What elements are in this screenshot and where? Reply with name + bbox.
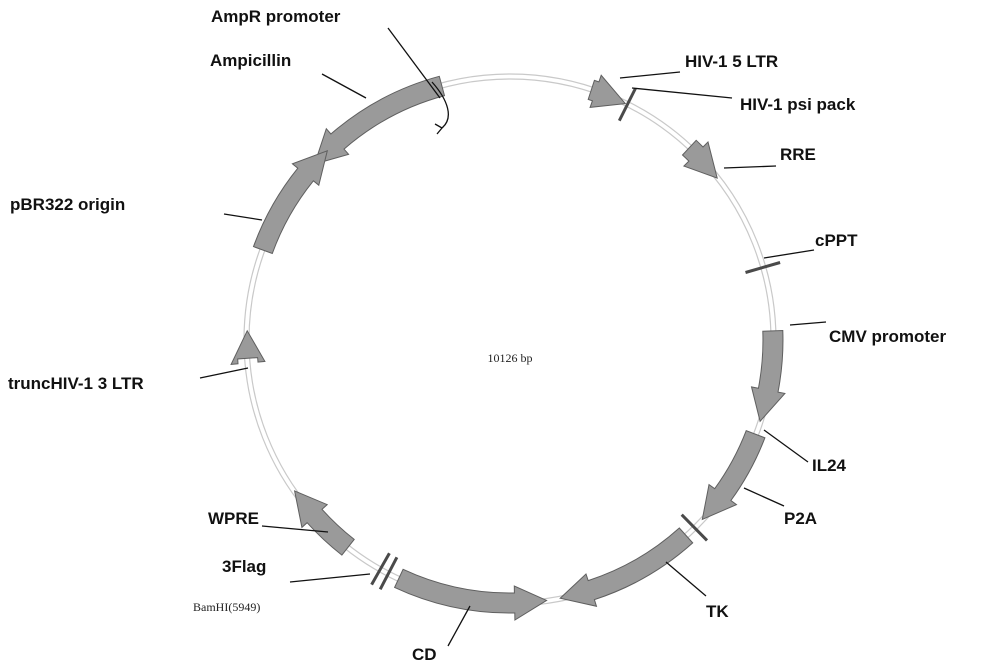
3flag-leader — [289, 573, 371, 583]
trunc-hiv1-3-ltr-leader — [199, 367, 249, 379]
ampr-promoter-leader — [387, 27, 441, 99]
leader-lines — [199, 27, 827, 647]
p2a-label: P2A — [784, 509, 817, 528]
cd-label: CD — [412, 645, 437, 664]
rre-leader — [723, 165, 777, 169]
cd-arrow — [393, 568, 548, 621]
bamhi-label: BamHI(5949) — [193, 600, 260, 614]
feature-labels: AmpR promoter Ampicillin HIV-1 5 LTR HIV… — [8, 7, 947, 664]
il24-leader — [763, 429, 809, 463]
3flag-label: 3Flag — [222, 557, 266, 576]
p2a-tick — [680, 513, 709, 542]
site-ticks — [370, 87, 781, 590]
hiv1-psi-pack-label: HIV-1 psi pack — [740, 95, 856, 114]
hiv1-psi-pack-tick — [617, 87, 637, 122]
il24-arrow — [701, 430, 766, 521]
pbr322-origin-leader — [223, 213, 263, 221]
ampr-promoter-label: AmpR promoter — [211, 7, 341, 26]
hiv1-5-ltr-arrow — [587, 74, 627, 108]
pbr322-origin-label: pBR322 origin — [10, 195, 125, 214]
hiv1-psi-pack-leader — [631, 87, 733, 99]
hiv1-5-ltr-label: HIV-1 5 LTR — [685, 52, 778, 71]
tk-label: TK — [706, 602, 729, 621]
rre-arrow — [681, 139, 718, 179]
rre-label: RRE — [780, 145, 816, 164]
cmv-promoter-leader — [789, 321, 827, 326]
cppt-leader — [763, 249, 815, 259]
hiv1-5-ltr-leader — [619, 71, 681, 79]
p2a-leader — [743, 487, 785, 507]
3flag-tick — [378, 556, 399, 590]
wpre-label: WPRE — [208, 509, 259, 528]
trunc-hiv1-3-ltr-label: truncHIV-1 3 LTR — [8, 374, 144, 393]
wpre-arrow — [293, 490, 355, 556]
bamhi-tick — [370, 552, 391, 586]
ampicillin-label: Ampicillin — [210, 51, 291, 70]
wpre-leader — [261, 525, 329, 533]
cppt-label: cPPT — [815, 231, 858, 250]
pbr322-origin-arrow — [252, 150, 329, 255]
ampr-promoter-arrow-icon — [431, 81, 449, 135]
trunc-hiv1-3-ltr-arrow — [230, 329, 266, 365]
ampicillin-arrow — [313, 75, 446, 165]
tk-arrow — [559, 527, 694, 607]
ampicillin-leader — [321, 73, 367, 99]
il24-label: IL24 — [812, 456, 847, 475]
cd-leader — [447, 605, 471, 647]
tk-leader — [665, 561, 707, 597]
cmv-promoter-arrow — [750, 329, 786, 423]
feature-arrows — [230, 74, 786, 621]
cppt-tick — [745, 261, 781, 274]
plasmid-size-label: 10126 bp — [488, 351, 533, 365]
cmv-promoter-label: CMV promoter — [829, 327, 947, 346]
